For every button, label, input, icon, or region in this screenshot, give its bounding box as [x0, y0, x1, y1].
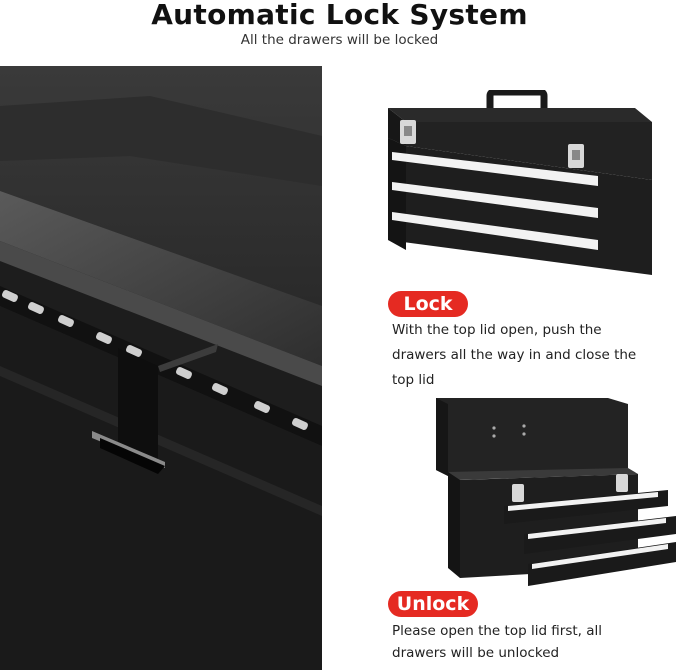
open-toolbox-image — [428, 392, 676, 590]
closed-toolbox-image — [380, 88, 655, 275]
lock-mechanism-closeup-image — [0, 66, 322, 670]
lock-description: With the top lid open, push the drawers … — [392, 322, 637, 388]
unlock-badge: Unlock — [388, 591, 478, 617]
page-subtitle: All the drawers will be locked — [240, 32, 439, 48]
unlock-description: Please open the top lid first, all drawe… — [392, 623, 603, 661]
lock-badge: Lock — [388, 291, 468, 317]
page-title: Automatic Lock System — [151, 0, 528, 31]
